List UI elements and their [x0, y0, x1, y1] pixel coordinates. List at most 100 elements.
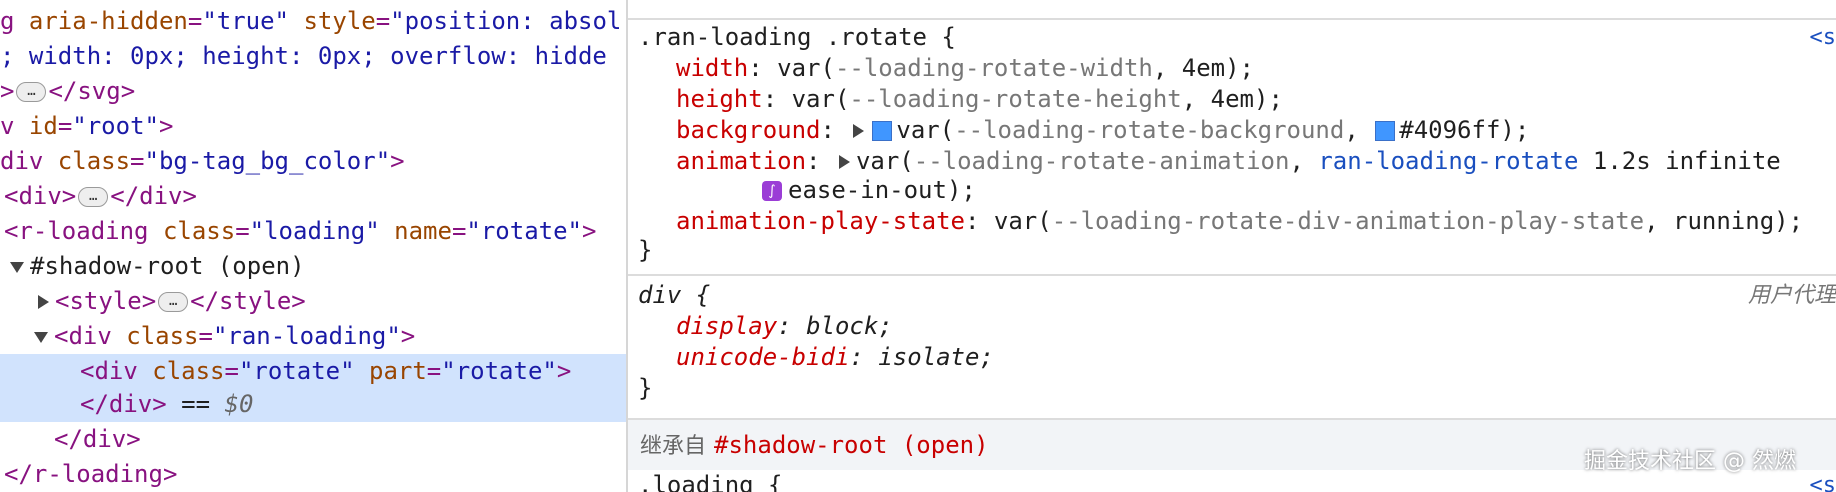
- attr-eq: =: [426, 357, 442, 385]
- attr-name: class: [57, 147, 131, 175]
- tag-fragment: v: [0, 112, 29, 140]
- css-prop-background[interactable]: background: var(--loading-rotate-backgro…: [676, 116, 1530, 144]
- attr-value: "ran-loading": [212, 322, 401, 350]
- rule-source-link[interactable]: <s: [1809, 473, 1836, 492]
- css-prop-unicode-bidi: unicode-bidi: isolate;: [676, 343, 994, 371]
- dom-node-root[interactable]: v id="root">: [0, 109, 626, 144]
- attr-value: "rotate": [238, 357, 355, 385]
- animation-name-link[interactable]: ran-loading-rotate: [1318, 147, 1579, 175]
- dom-node-style-continuation[interactable]: ; width: 0px; height: 0px; overflow: hid…: [0, 39, 626, 74]
- attr-value: "true": [202, 7, 290, 35]
- tag-end: >: [582, 217, 597, 245]
- tag-end: >: [556, 357, 572, 385]
- dom-node-ran-loading-close[interactable]: </div>: [0, 422, 626, 457]
- inherited-from-header: 继承自 #shadow-root (open): [628, 418, 1836, 470]
- user-agent-label: 用户代理: [1747, 283, 1836, 308]
- shadow-root-label: #shadow-root (open): [30, 252, 305, 280]
- panel-divider[interactable]: [626, 0, 628, 492]
- dom-node-style[interactable]: <style>…</style>: [0, 284, 626, 319]
- inherited-shadow-root-link[interactable]: #shadow-root (open): [714, 431, 989, 459]
- styles-panel: .ran-loading .rotate { <s width: var(--l…: [628, 0, 1836, 492]
- expand-triangle-icon[interactable]: [853, 124, 865, 138]
- open-tag: <div>: [4, 182, 77, 210]
- dom-node-div-collapsed[interactable]: <div>…</div>: [0, 179, 626, 214]
- css-prop-width[interactable]: width: var(--loading-rotate-width, 4em);: [676, 54, 1254, 82]
- css-prop-height[interactable]: height: var(--loading-rotate-height, 4em…: [676, 85, 1283, 113]
- rule-separator: [628, 18, 1836, 20]
- tag-fragment: <r-loading: [4, 217, 163, 245]
- dom-node-r-loading-close[interactable]: </r-loading>: [0, 457, 626, 492]
- attr-name: aria-hidden: [28, 7, 188, 35]
- open-tag: <style>: [55, 287, 157, 315]
- expand-triangle-icon[interactable]: [838, 155, 850, 169]
- attr-eq: =: [235, 217, 250, 245]
- attr-eq: =: [375, 7, 391, 35]
- attr-value: "root": [72, 112, 159, 140]
- css-prop-animation-play-state[interactable]: animation-play-state: var(--loading-rota…: [676, 207, 1804, 235]
- easing-editor-icon[interactable]: ∫: [762, 181, 782, 201]
- tag-fragment: >: [0, 77, 15, 105]
- attr-name: class: [152, 357, 225, 385]
- attr-value: "position: absol: [390, 7, 622, 35]
- attr-eq: =: [224, 357, 239, 385]
- rule-selector[interactable]: .ran-loading .rotate {: [638, 23, 956, 51]
- attr-eq: =: [187, 7, 203, 35]
- rule-source-link[interactable]: <s: [1809, 25, 1836, 50]
- dom-node-svg-open[interactable]: g aria-hidden="true" style="position: ab…: [0, 4, 626, 39]
- ellipsis-button[interactable]: …: [78, 187, 109, 207]
- collapse-triangle-icon[interactable]: [38, 295, 49, 309]
- rule-selector[interactable]: .loading {: [638, 471, 783, 492]
- tag-end: >: [390, 147, 405, 175]
- dom-node-ran-loading[interactable]: <div class="ran-loading">: [0, 319, 626, 354]
- close-tag: </div>: [110, 182, 197, 210]
- dom-node-r-loading[interactable]: <r-loading class="loading" name="rotate"…: [0, 214, 626, 249]
- ellipsis-button[interactable]: …: [16, 82, 47, 102]
- attr-name: part: [354, 357, 427, 385]
- rule-close-brace: }: [638, 374, 653, 402]
- expand-triangle-icon[interactable]: [34, 331, 48, 343]
- attr-name: class: [162, 217, 236, 245]
- dom-node-shadow-root[interactable]: #shadow-root (open): [0, 249, 626, 284]
- css-prop-animation-continuation[interactable]: ∫ease-in-out);: [762, 175, 976, 206]
- close-tag: </r-loading>: [4, 460, 178, 488]
- tag-end: >: [400, 322, 416, 350]
- attr-eq: =: [198, 322, 213, 350]
- attr-eq: =: [130, 147, 145, 175]
- dom-node-rotate-selected[interactable]: <div class="rotate" part="rotate">: [0, 354, 626, 387]
- tag-fragment: <div: [80, 357, 153, 385]
- attr-value: "rotate": [466, 217, 582, 245]
- dom-node-rotate-close-selected[interactable]: </div> == $0: [0, 387, 626, 422]
- dom-node-bg-tag[interactable]: div class="bg-tag_bg_color">: [0, 144, 626, 179]
- tag-fragment: g: [0, 7, 29, 35]
- tag-end: >: [158, 112, 174, 140]
- attr-value: "bg-tag_bg_color": [144, 147, 391, 175]
- rule-separator: [628, 274, 1836, 276]
- ellipsis-button[interactable]: …: [158, 292, 189, 312]
- css-prop-animation[interactable]: animation: var(--loading-rotate-animatio…: [676, 147, 1781, 175]
- attr-value: "loading": [249, 217, 380, 245]
- color-swatch-icon[interactable]: [1375, 121, 1396, 141]
- color-swatch-icon[interactable]: [872, 121, 893, 141]
- equals-marker: ==: [166, 390, 225, 418]
- close-tag: </div>: [80, 390, 167, 418]
- close-tag: </svg>: [48, 77, 136, 105]
- console-ref: $0: [224, 390, 254, 418]
- attr-value: ; width: 0px; height: 0px; overflow: hid…: [0, 42, 607, 70]
- attr-name: style: [289, 7, 376, 35]
- watermark: 掘金技术社区 @ 然燃: [1584, 449, 1796, 474]
- attr-name: id: [28, 112, 58, 140]
- close-tag: </div>: [54, 425, 141, 453]
- attr-name: name: [379, 217, 452, 245]
- tag-fragment: div: [0, 147, 58, 175]
- attr-value: "rotate": [441, 357, 557, 385]
- attr-eq: =: [451, 217, 467, 245]
- elements-panel: g aria-hidden="true" style="position: ab…: [0, 0, 626, 492]
- inherited-label: 继承自: [640, 434, 707, 459]
- attr-eq: =: [57, 112, 73, 140]
- css-prop-display: display: block;: [676, 312, 893, 340]
- attr-name: class: [126, 322, 199, 350]
- rule-selector[interactable]: div {: [638, 281, 711, 309]
- tag-fragment: <div: [54, 322, 127, 350]
- expand-triangle-icon[interactable]: [10, 261, 24, 273]
- dom-node-svg-close[interactable]: >…</svg>: [0, 74, 626, 109]
